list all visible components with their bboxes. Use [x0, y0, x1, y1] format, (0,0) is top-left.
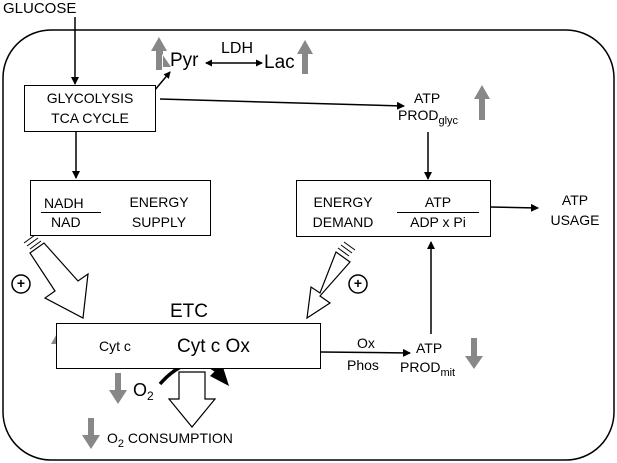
- prod-mit-subscript: mit: [440, 367, 456, 379]
- nadh-fraction-bar: [41, 212, 101, 213]
- indicator-down-atp-mit: [465, 338, 483, 369]
- label-ox: Ox: [357, 335, 375, 351]
- label-cyt-c: Cyt c: [99, 338, 131, 354]
- label-frac-atp: ATP: [424, 194, 452, 210]
- arrow-glycolysis-to-atp-glyc: [159, 98, 405, 110]
- nadh-energy-supply-box: [30, 180, 211, 236]
- label-cyt-c-ox: Cyt c Ox: [177, 336, 250, 357]
- hollow-arrow-demand-to-etc: [306, 241, 356, 320]
- label-pyr: Pyr: [170, 50, 199, 71]
- label-tca-cycle: TCA CYCLE: [51, 110, 129, 126]
- o2-subscript: 2: [147, 389, 154, 403]
- plus-circle-right: [348, 274, 368, 294]
- atp-fraction-bar: [397, 212, 479, 213]
- plus-sign-left: +: [16, 275, 26, 291]
- label-phos: Phos: [347, 357, 379, 373]
- label-energy-supply-1: ENERGY: [129, 194, 189, 210]
- label-o2: O2: [133, 380, 154, 402]
- label-energy-demand-2: DEMAND: [312, 214, 374, 230]
- o2c-subscript: 2: [117, 438, 125, 450]
- curved-arrow-o2-head: [210, 364, 229, 386]
- plus-sign-right: +: [353, 275, 363, 291]
- label-o2-consumption: O2 CONSUMPTION: [107, 430, 233, 450]
- label-glucose: GLUCOSE: [3, 0, 77, 17]
- indicator-down-o2: [109, 373, 127, 404]
- arrow-glycolysis-to-pyr: [153, 71, 171, 92]
- label-nadh: NADH: [44, 195, 84, 211]
- indicator-up-lac: [297, 40, 313, 74]
- label-atp-usage-1: ATP: [561, 192, 589, 208]
- label-etc: ETC: [170, 301, 208, 322]
- o2c-rest: CONSUMPTION: [124, 430, 233, 446]
- label-prod-glyc: PRODglyc: [398, 107, 458, 127]
- label-nad: NAD: [51, 214, 81, 230]
- prod-glyc-text: PROD: [398, 107, 439, 123]
- glycolysis-box: [24, 85, 156, 132]
- prod-mit-text: PROD: [400, 359, 441, 375]
- hollow-arrow-etc-to-o2: [167, 371, 217, 428]
- indicator-up-pyr: [151, 37, 167, 70]
- arrow-demand-to-usage: [490, 203, 539, 212]
- o2-base: O: [133, 380, 148, 400]
- indicator-up-atp-glyc: [474, 85, 490, 120]
- label-atp-mit: ATP: [416, 340, 443, 356]
- hollow-arrow-nadh-to-etc: [23, 234, 89, 319]
- label-atp-glyc: ATP: [414, 90, 441, 106]
- label-lac: Lac: [264, 52, 295, 73]
- cell-membrane: [2, 29, 615, 461]
- label-ldh: LDH: [221, 40, 254, 57]
- label-atp-usage-2: USAGE: [550, 212, 600, 228]
- label-frac-adp: ADP x Pi: [410, 214, 466, 230]
- energy-demand-box: [296, 180, 491, 237]
- label-energy-supply-2: SUPPLY: [131, 214, 187, 230]
- o2c-base: O: [107, 430, 118, 446]
- prod-glyc-subscript: glyc: [438, 115, 459, 127]
- label-energy-demand-1: ENERGY: [313, 194, 373, 210]
- etc-box: [56, 323, 321, 369]
- label-prod-mit: PRODmit: [400, 359, 455, 379]
- arrow-etc-to-atp-mit: [320, 348, 411, 357]
- label-glycolysis: GLYCOLYSIS: [46, 90, 134, 106]
- plus-circle-left: [11, 274, 31, 294]
- indicator-down-o2-consumption: [82, 418, 100, 449]
